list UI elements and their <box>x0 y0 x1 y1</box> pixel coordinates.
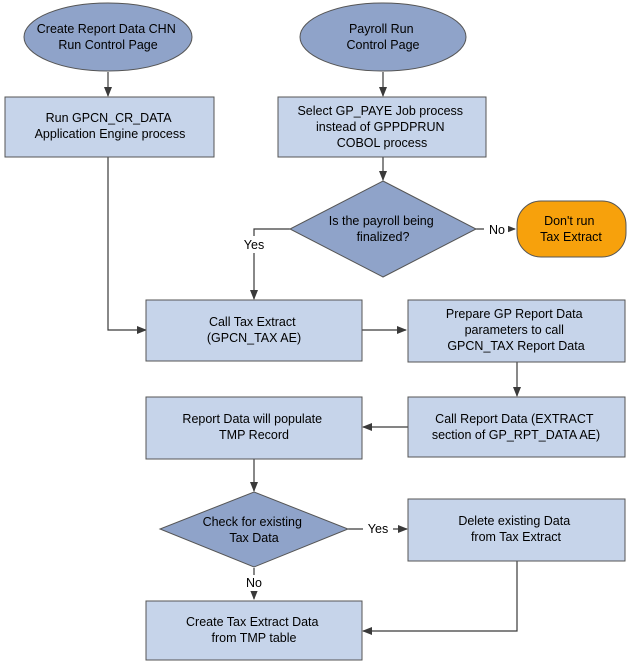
populate-tmp-label: Report Data will populate TMP Record <box>182 412 325 442</box>
decision-finalized-line: finalized? <box>357 230 410 244</box>
decision-finalized-diamond <box>288 180 478 278</box>
call-report-data-line: section of GP_RPT_DATA AE) <box>432 428 600 442</box>
create-extract-box <box>145 600 363 661</box>
populate-tmp-line: TMP Record <box>219 428 289 442</box>
call-tax-extract-label: Call Tax Extract (GPCN_TAX AE) <box>207 315 301 345</box>
delete-existing-line: from Tax Extract <box>471 530 562 544</box>
edge-label-finalized-yes: Yes <box>244 238 264 252</box>
call-report-data-label: Call Report Data (EXTRACT section of GP_… <box>432 412 600 442</box>
call-tax-extract-box <box>145 299 363 362</box>
create-extract-line: from TMP table <box>212 631 297 645</box>
call-report-data-line: Call Report Data (EXTRACT <box>435 412 594 426</box>
create-extract-line: Create Tax Extract Data <box>186 615 319 629</box>
prepare-params-label: Prepare GP Report Data parameters to cal… <box>446 307 586 353</box>
nodes <box>4 2 627 661</box>
node-text: Create Report Data CHN Run Control Page … <box>35 22 603 645</box>
start-report-line: Run Control Page <box>58 38 157 52</box>
decision-existing-label: Check for existing Tax Data <box>203 515 306 545</box>
start-report-line: Create Report Data CHN <box>37 22 176 36</box>
call-tax-extract-line: Call Tax Extract <box>209 315 296 329</box>
prepare-params-line: Prepare GP Report Data <box>446 307 583 321</box>
select-paye-line: COBOL process <box>337 136 428 150</box>
dont-run-line: Don't run <box>544 214 594 228</box>
select-paye-line: Select GP_PAYE Job process <box>297 104 463 118</box>
select-paye-line: instead of GPPDPRUN <box>316 120 445 134</box>
decision-finalized-line: Is the payroll being <box>329 214 434 228</box>
create-extract-label: Create Tax Extract Data from TMP table <box>186 615 322 645</box>
start-payroll-line: Payroll Run <box>349 22 414 36</box>
delete-existing-box <box>407 498 626 562</box>
start-report-label: Create Report Data CHN Run Control Page <box>37 22 179 52</box>
start-report-oval <box>23 2 193 72</box>
select-paye-box <box>277 96 487 158</box>
arrow-delete-to-create <box>362 561 518 635</box>
call-tax-extract-line: (GPCN_TAX AE) <box>207 331 301 345</box>
select-paye-label: Select GP_PAYE Job process instead of GP… <box>297 104 466 150</box>
populate-tmp-line: Report Data will populate <box>182 412 322 426</box>
decision-finalized-label: Is the payroll being finalized? <box>329 214 437 244</box>
delete-existing-line: Delete existing Data <box>458 514 570 528</box>
edge-labels: Yes No Yes No <box>239 221 508 591</box>
prepare-params-line: GPCN_TAX Report Data <box>447 339 584 353</box>
dont-run-terminal <box>516 200 627 258</box>
connectors <box>104 72 521 635</box>
edge-label-existing-no: No <box>246 576 262 590</box>
arrow-decision-yes-to-call-tax <box>250 228 290 300</box>
dont-run-label: Don't run Tax Extract <box>540 214 602 244</box>
start-payroll-line: Control Page <box>347 38 420 52</box>
decision-existing-line: Check for existing <box>203 515 302 529</box>
edge-label-existing-yes: Yes <box>368 522 388 536</box>
prepare-params-box <box>407 299 626 363</box>
start-payroll-oval <box>299 2 467 72</box>
edge-label-finalized-no: No <box>489 223 505 237</box>
run-gpcn-label: Run GPCN_CR_DATA Application Engine proc… <box>35 111 186 141</box>
populate-tmp-box <box>145 396 363 460</box>
decision-existing-line: Tax Data <box>229 531 278 545</box>
dont-run-line: Tax Extract <box>540 230 602 244</box>
run-gpcn-line: Application Engine process <box>35 127 186 141</box>
run-gpcn-box <box>4 96 215 158</box>
run-gpcn-line: Run GPCN_CR_DATA <box>46 111 173 125</box>
prepare-params-line: parameters to call <box>465 323 564 337</box>
call-report-data-box <box>407 396 626 458</box>
delete-existing-label: Delete existing Data from Tax Extract <box>458 514 573 544</box>
arrow-run-gpcn-to-call-tax <box>107 157 147 334</box>
decision-existing-diamond <box>158 491 350 568</box>
start-payroll-label: Payroll Run Control Page <box>347 22 420 52</box>
